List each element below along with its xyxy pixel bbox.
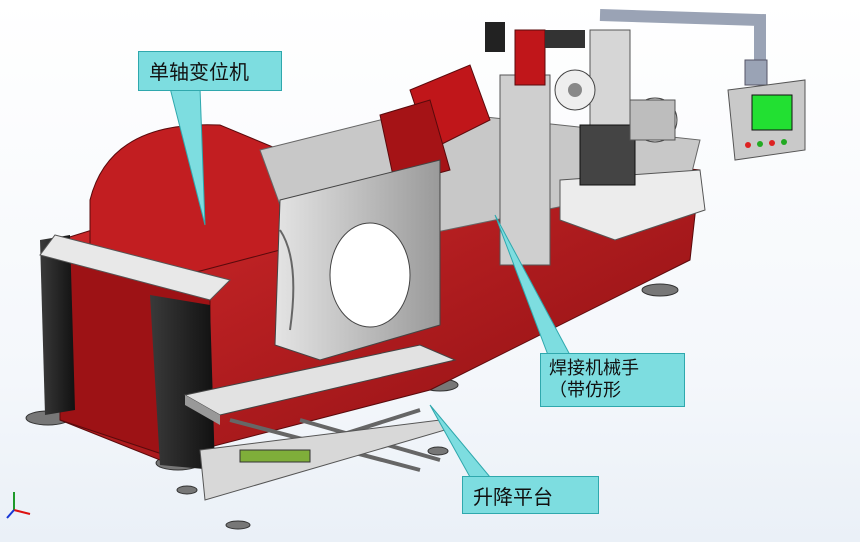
- callout-lift-text: 升降平台: [473, 485, 553, 509]
- callout-robot-line2: （带仿形: [549, 380, 621, 401]
- callout-robot-line1: 焊接机械手: [549, 358, 639, 379]
- headstock-housing: [379, 64, 491, 186]
- lift-platform: [183, 344, 457, 501]
- pendant-arm: [599, 9, 768, 86]
- callout-positioner: 单轴变位机: [138, 51, 282, 91]
- axis-triad-icon[interactable]: [4, 488, 34, 522]
- tailstock: [559, 97, 706, 241]
- chuck-plate: [274, 159, 441, 361]
- callout-welding-robot: 焊接机械手 （带仿形: [540, 353, 685, 407]
- callout-positioner-text: 单轴变位机: [149, 60, 249, 84]
- callout-pointer-lift: [429, 404, 492, 478]
- pendant-screen: [751, 94, 793, 131]
- black-end-frames: [39, 234, 231, 470]
- callout-lift-platform: 升降平台: [462, 476, 599, 514]
- control-pendant: [727, 79, 806, 161]
